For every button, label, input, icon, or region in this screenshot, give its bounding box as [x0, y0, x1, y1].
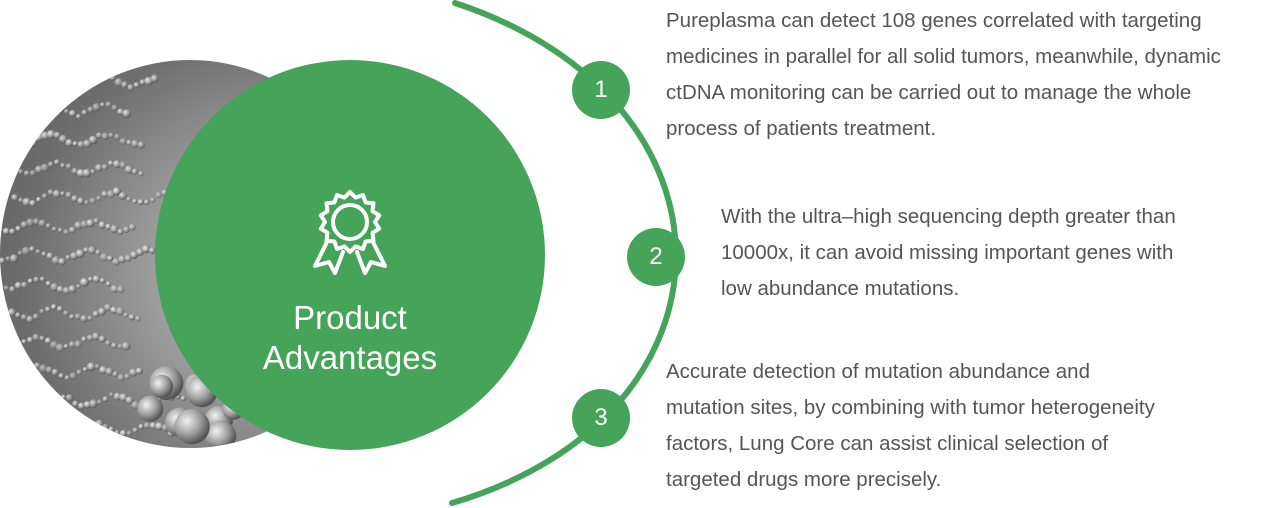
- step-badge-2: 2: [627, 228, 685, 286]
- step-badge-1: 1: [572, 61, 630, 119]
- advantage-2-line: 10000x, it can avoid missing important g…: [721, 241, 1174, 264]
- advantage-2-line: With the ultra–high sequencing depth gre…: [721, 205, 1176, 228]
- product-advantages-circle: [155, 60, 545, 450]
- advantage-text-1: Pureplasma can detect 108 genes correlat…: [666, 3, 1221, 147]
- advantage-1-line: process of patients treatment.: [666, 117, 937, 140]
- title-advantages: Advantages: [262, 339, 438, 376]
- advantage-text-3: Accurate detection of mutation abundance…: [666, 354, 1155, 498]
- step-badge-3: 3: [572, 389, 630, 447]
- title-product: Product: [293, 299, 407, 336]
- advantage-3-line: targeted drugs more precisely.: [666, 468, 942, 491]
- advantage-3-line: factors, Lung Core can assist clinical s…: [666, 432, 1109, 455]
- advantage-1-line: ctDNA monitoring can be carried out to m…: [666, 81, 1192, 104]
- advantage-1-line: Pureplasma can detect 108 genes correlat…: [666, 9, 1202, 32]
- advantage-3-line: Accurate detection of mutation abundance…: [666, 360, 1090, 383]
- advantage-1-line: medicines in parallel for all solid tumo…: [666, 45, 1221, 68]
- advantage-3-line: mutation sites, by combining with tumor …: [666, 396, 1155, 419]
- advantage-text-2: With the ultra–high sequencing depth gre…: [721, 199, 1176, 307]
- advantage-2-line: low abundance mutations.: [721, 277, 960, 300]
- award-ribbon-icon: [313, 190, 387, 275]
